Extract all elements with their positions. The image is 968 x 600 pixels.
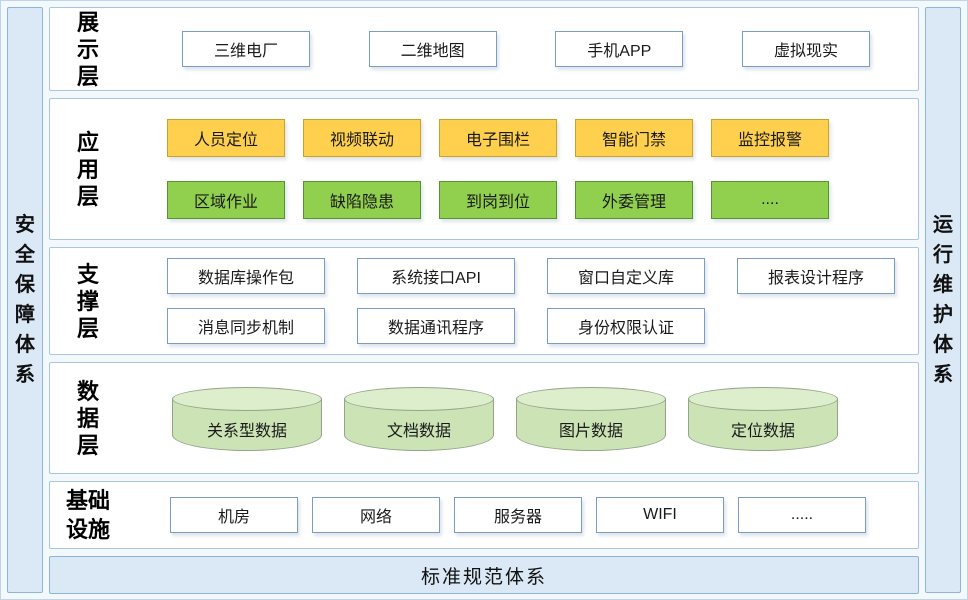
node-box: WIFI [596, 497, 724, 533]
node-label: 系统接口API [391, 270, 481, 287]
layer-panel-4: 基础设施 机房 网络 服务器 WIFI..... [49, 481, 919, 549]
data-cylinder: 关系型数据 [172, 387, 322, 451]
node-label: 视频联动 [329, 132, 394, 149]
node-label: 网络 [359, 509, 392, 526]
node-label: 窗口自定义库 [577, 270, 674, 287]
node-label: WIFI [643, 506, 677, 523]
layer-label: 展示层 [76, 9, 99, 89]
node-box: 三维电厂 [182, 31, 310, 67]
node-box: 二维地图 [368, 31, 497, 67]
node-box: 数据通讯程序 [357, 308, 515, 344]
node-box: 人员定位 [167, 119, 285, 157]
layer-panel-3: 数据层关系型数据 文档数据 图片数据 定位数据 [49, 362, 919, 474]
left-pillar: 安全保障体系 [7, 7, 43, 593]
node-label: 报表设计程序 [767, 270, 864, 287]
bottom-pillar-label: 标准规范体系 [420, 566, 547, 588]
node-box: 窗口自定义库 [547, 258, 705, 294]
node-label: 虚拟现实 [773, 43, 838, 60]
node-box: 报表设计程序 [737, 258, 895, 294]
node-label: 人员定位 [193, 132, 258, 149]
node-box: 身份权限认证 [547, 308, 705, 344]
node-label: 二维地图 [400, 43, 465, 60]
node-box: 缺陷隐患 [303, 181, 421, 219]
layer-panel-2: 支撑层 数据库操作包 系统接口API 窗口自定义库 报表设计程序消息同步机制 数据通讯程序… [49, 247, 919, 355]
layer-row: 人员定位 视频联动 电子围栏 智能门禁 监控报警 [116, 119, 910, 157]
node-box: 消息同步机制 [167, 308, 325, 344]
node-box: 手机APP [555, 31, 684, 67]
node-label: .... [761, 191, 779, 208]
node-box: 到岗到位 [439, 181, 557, 219]
node-box: 服务器 [454, 497, 582, 533]
node-label: 外委管理 [601, 194, 666, 211]
node-label: 到岗到位 [465, 194, 530, 211]
node-label: 关系型数据 [206, 422, 287, 440]
layer-panel-0: 展示层 三维电厂 二维地图 手机APP 虚拟现实 [49, 7, 919, 91]
node-box: 系统接口API [357, 258, 515, 294]
node-box: ..... [738, 497, 866, 533]
layer-label: 应用层 [76, 129, 99, 209]
layers: 展示层 三维电厂 二维地图 手机APP 虚拟现实应用层 人员定位 视频联动 电子围栏 智能门禁 监… [49, 7, 919, 549]
left-pillar-label: 安全保障体系 [15, 214, 35, 386]
data-cylinder: 定位数据 [688, 387, 838, 451]
node-box: 电子围栏 [439, 119, 557, 157]
layer-label: 数据层 [76, 378, 99, 458]
node-label: 定位数据 [730, 422, 795, 440]
node-label: 身份权限认证 [577, 320, 674, 337]
node-label: 图片数据 [558, 422, 623, 440]
node-label: 区域作业 [193, 194, 258, 211]
right-pillar-label: 运行维护体系 [933, 214, 953, 386]
layer-row: 关系型数据 文档数据 图片数据 定位数据 [116, 385, 910, 451]
node-box: 机房 [170, 497, 298, 533]
node-label: 监控报警 [737, 132, 802, 149]
node-label: 数据通讯程序 [387, 320, 484, 337]
node-label: 三维电厂 [213, 43, 278, 60]
node-box: .... [711, 181, 829, 219]
node-box: 区域作业 [167, 181, 285, 219]
node-label: 智能门禁 [601, 132, 666, 149]
node-label: 电子围栏 [465, 132, 530, 149]
layer-row: 消息同步机制 数据通讯程序 身份权限认证 [116, 308, 910, 344]
node-box: 视频联动 [303, 119, 421, 157]
layer-label: 基础设施 [65, 488, 110, 542]
node-label: 手机APP [587, 43, 652, 60]
node-box: 网络 [312, 497, 440, 533]
node-box: 监控报警 [711, 119, 829, 157]
node-label: 数据库操作包 [197, 270, 294, 287]
data-cylinder: 文档数据 [344, 387, 494, 451]
layer-row: 三维电厂 二维地图 手机APP 虚拟现实 [116, 31, 910, 67]
layer-panel-1: 应用层 人员定位 视频联动 电子围栏 智能门禁 监控报警区域作业 缺陷隐患 到岗到位 外委管理.… [49, 98, 919, 240]
layer-label: 支撑层 [76, 261, 99, 341]
node-box: 虚拟现实 [741, 31, 870, 67]
node-label: 消息同步机制 [197, 320, 294, 337]
node-label: 文档数据 [386, 422, 451, 440]
node-label: 缺陷隐患 [329, 194, 394, 211]
node-box: 智能门禁 [575, 119, 693, 157]
data-cylinder: 图片数据 [516, 387, 666, 451]
bottom-pillar: 标准规范体系 [49, 556, 919, 594]
layer-row: 数据库操作包 系统接口API 窗口自定义库 报表设计程序 [116, 258, 910, 294]
layer-row: 机房 网络 服务器 WIFI..... [116, 497, 910, 533]
node-label: 服务器 [493, 509, 542, 526]
right-pillar: 运行维护体系 [925, 7, 961, 593]
diagram-center: 展示层 三维电厂 二维地图 手机APP 虚拟现实应用层 人员定位 视频联动 电子围栏 智能门禁 监… [49, 7, 919, 594]
node-label: 机房 [217, 509, 250, 526]
node-label: ..... [790, 506, 814, 523]
node-box: 数据库操作包 [167, 258, 325, 294]
node-box: 外委管理 [575, 181, 693, 219]
layer-row: 区域作业 缺陷隐患 到岗到位 外委管理.... [116, 181, 910, 219]
